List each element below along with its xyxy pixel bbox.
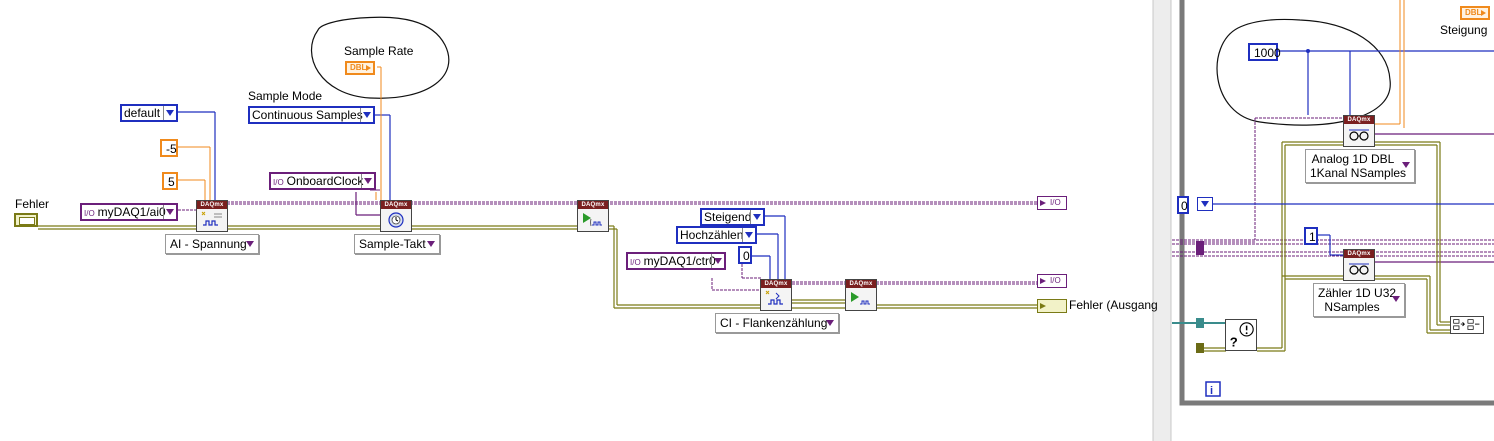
daqmx-header: DAQmx: [761, 280, 791, 288]
steigend-ring-constant[interactable]: Steigend: [700, 208, 765, 226]
default-label: default: [124, 106, 161, 120]
zero-right-constant[interactable]: 0: [1177, 196, 1189, 214]
annotation-circle-right: [1216, 18, 1391, 126]
error-check-node[interactable]: ?: [1225, 319, 1257, 351]
separator-bar: [1153, 0, 1171, 441]
sample-rate-label: Sample Rate: [344, 44, 414, 58]
onboard-clock-label: OnboardClock: [286, 174, 364, 188]
loop-iteration-terminal: [1205, 381, 1221, 397]
daqmx-read-counter-node[interactable]: DAQmx: [1343, 249, 1375, 281]
daqmx-start-counter-node[interactable]: DAQmx: [845, 279, 877, 311]
shift-register-down-arrow-icon[interactable]: [1197, 197, 1213, 211]
merge-errors-icon: [1453, 319, 1480, 330]
fehler-label: Fehler: [15, 197, 50, 211]
hochzaehlen-ring-constant[interactable]: Hochzählen: [676, 226, 757, 244]
svg-text:?: ?: [1230, 334, 1238, 349]
sample-mode-ring-constant[interactable]: Continuous Samples: [248, 106, 375, 124]
merge-errors-node[interactable]: [1450, 316, 1484, 334]
error-in-control[interactable]: [14, 213, 38, 227]
ctr-channel-label: myDAQ1/ctr0: [643, 254, 716, 268]
create-counter-icon: [765, 290, 783, 305]
ci-flankenzaehlung-selector[interactable]: CI - Flankenzählung: [715, 313, 839, 333]
read-counter-glasses-icon: [1349, 263, 1369, 275]
svg-text:i: i: [1210, 385, 1213, 397]
error-out-indicator[interactable]: [1037, 299, 1067, 313]
daqmx-timing-node[interactable]: DAQmx: [380, 200, 412, 232]
five-constant[interactable]: 5: [162, 172, 178, 190]
fehler-ausgang-label: Fehler (Ausgang: [1069, 298, 1158, 312]
sample-mode-label: Sample Mode: [248, 89, 323, 103]
steigung-label: Steigung: [1440, 23, 1488, 37]
continuous-samples-label: Continuous Samples: [252, 108, 363, 122]
sample-takt-selector[interactable]: Sample-Takt: [354, 234, 440, 254]
io-prefix: I/O: [273, 178, 284, 187]
daqmx-header: DAQmx: [1344, 250, 1374, 258]
daqmx-header: DAQmx: [846, 280, 876, 288]
steigend-label: Steigend: [704, 210, 752, 224]
ai-spannung-selector[interactable]: AI - Spannung: [165, 234, 259, 254]
default-ring-constant[interactable]: default: [120, 104, 178, 122]
daqmx-header: DAQmx: [197, 201, 227, 209]
create-channel-icon: [201, 211, 222, 226]
zero-constant[interactable]: 0: [738, 246, 752, 264]
daqmx-create-channel-node[interactable]: DAQmx: [196, 200, 228, 232]
analog-1d-line2: 1Kanal NSamples: [1310, 166, 1407, 180]
sample-rate-control[interactable]: DBL: [345, 61, 375, 75]
error-warning-icon: ?: [1230, 322, 1254, 349]
io-prefix: I/O: [630, 258, 641, 267]
annotation-circle-left: [310, 16, 450, 99]
io-prefix: I/O: [84, 209, 95, 218]
start-task-icon: [583, 213, 602, 227]
task-out-indicator-1[interactable]: I/O: [1037, 196, 1067, 210]
one-constant[interactable]: 1: [1304, 227, 1318, 245]
daqmx-read-analog-node[interactable]: DAQmx: [1343, 115, 1375, 147]
daqmx-create-counter-node[interactable]: DAQmx: [760, 279, 792, 311]
ai-channel-label: myDAQ1/ai0: [97, 205, 166, 219]
start-counter-icon: [851, 292, 870, 305]
timing-clock-icon: [388, 212, 404, 228]
daqmx-header: DAQmx: [578, 201, 608, 209]
task-out-indicator-2[interactable]: I/O: [1037, 274, 1067, 288]
zaehler-line1: Zähler 1D U32: [1318, 286, 1397, 300]
read-glasses-icon: [1349, 129, 1369, 141]
hochzaehlen-label: Hochzählen: [680, 228, 744, 242]
sample-takt-label: Sample-Takt: [359, 237, 426, 251]
ai-spannung-label: AI - Spannung: [170, 237, 247, 251]
zaehler-line2: NSamples: [1324, 300, 1380, 314]
steigung-terminal[interactable]: DBL: [1460, 6, 1490, 20]
analog-1d-line1: Analog 1D DBL: [1311, 152, 1395, 166]
daqmx-start-task-node[interactable]: DAQmx: [577, 200, 609, 232]
daqmx-header: DAQmx: [381, 201, 411, 209]
minus-five-constant[interactable]: -5: [160, 139, 178, 157]
ci-flankenzaehlung-label: CI - Flankenzählung: [720, 316, 828, 330]
daqmx-header: DAQmx: [1344, 116, 1374, 124]
thousand-constant[interactable]: 1000: [1248, 43, 1281, 61]
